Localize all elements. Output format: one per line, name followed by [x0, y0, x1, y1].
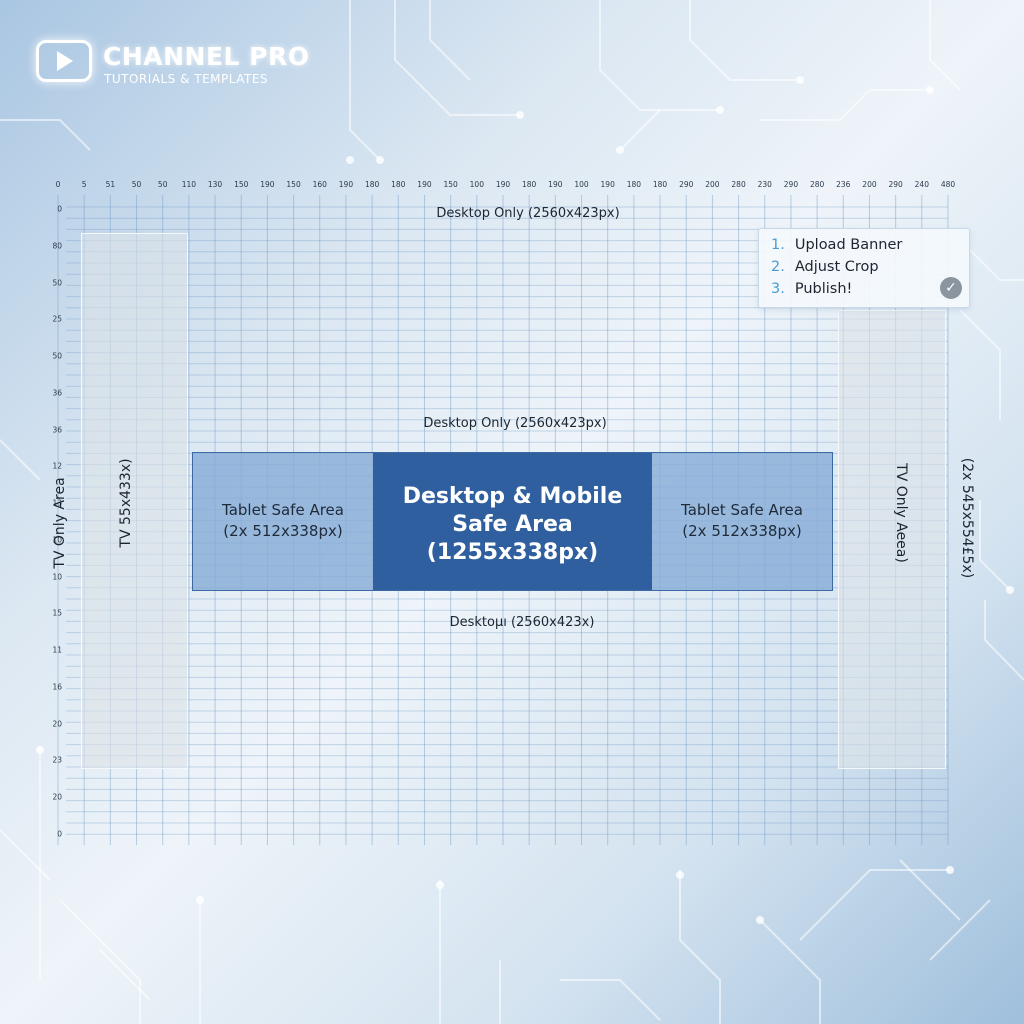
safe-area-title-line1: Desktop & Mobile	[402, 484, 623, 509]
y-tick-label: 23	[52, 755, 62, 765]
y-tick-label: 12	[52, 461, 62, 471]
x-tick-label: 236	[836, 180, 851, 189]
x-tick-label: 200	[705, 180, 720, 189]
tablet-safe-area-size: (2x 512x338px)	[223, 522, 343, 540]
x-tick-label: 50	[157, 180, 168, 189]
y-tick-label: 16	[52, 682, 62, 692]
x-tick-label: 0	[55, 180, 61, 189]
x-tick-label: 150	[234, 180, 249, 189]
safe-area-size: (1255x338px)	[426, 540, 599, 565]
tablet-safe-area-title: Tablet Safe Area	[681, 501, 803, 519]
tablet-safe-area-size: (2x 512x338px)	[682, 522, 802, 540]
step-number: 1.	[771, 237, 785, 253]
y-tick-label: 20	[52, 792, 62, 802]
x-tick-label: 180	[364, 180, 380, 189]
x-tick-label: 130	[207, 180, 223, 189]
tv-only-area-right	[838, 310, 946, 769]
y-tick-label: 10	[52, 535, 62, 545]
desktop-only-label-top: Desktop Only (2560x423px)	[436, 206, 620, 221]
step-label: Upload Banner	[794, 237, 903, 253]
step-number: 2.	[771, 259, 785, 275]
y-tick-label: 80	[52, 241, 62, 251]
y-tick-label: 11	[52, 645, 62, 655]
y-tick-label: 0	[57, 204, 62, 214]
x-tick-label: 290	[888, 180, 903, 189]
x-tick-label: 190	[548, 180, 563, 189]
step-number: 3.	[771, 281, 785, 297]
x-tick-label: 160	[312, 180, 327, 189]
x-tick-label: 180	[391, 180, 406, 189]
x-tick-label: 100	[574, 180, 589, 189]
x-tick-label: 290	[679, 180, 694, 189]
step-label: Publish!	[794, 281, 853, 297]
x-tick-label: 5	[81, 180, 87, 189]
channel-logo	[36, 40, 92, 82]
y-tick-label: 0	[57, 829, 62, 839]
step-adjust-crop: 2. Adjust Crop	[771, 259, 879, 275]
step-publish: 3. Publish!	[771, 281, 852, 297]
checkmark-icon: ✓	[940, 277, 962, 299]
x-tick-label: 180	[522, 180, 537, 189]
x-tick-label: 280	[731, 180, 746, 189]
y-tick-label: 36	[52, 425, 62, 435]
x-tick-label: 190	[260, 180, 275, 189]
x-tick-label: 290	[783, 180, 799, 189]
y-tick-label: 25	[52, 314, 62, 324]
brand-subtitle: TUTORIALS & TEMPLATES	[104, 72, 269, 86]
steps-panel: 1. Upload Banner 2. Adjust Crop 3. Publish!	[758, 228, 970, 308]
tv-only-area-label-right: TV Only Aeea)	[893, 463, 909, 563]
x-tick-label: 51	[105, 180, 116, 189]
tablet-safe-area-right: Tablet Safe Area (2x 512x338px)	[652, 452, 833, 591]
tv-only-area-label-left: TV Only Area	[52, 477, 68, 569]
x-tick-label: 280	[809, 180, 825, 189]
tablet-safe-area-title: Tablet Safe Area	[222, 501, 344, 519]
x-tick-label: 150	[443, 180, 458, 189]
x-tick-label: 480	[940, 180, 956, 189]
y-tick-label: 20	[52, 719, 62, 729]
tv-only-area-left	[81, 233, 188, 769]
x-tick-label: 190	[417, 180, 432, 189]
x-tick-label: 190	[495, 180, 511, 189]
y-tick-label: 13	[52, 498, 62, 508]
y-tick-label: 36	[52, 388, 62, 398]
tablet-safe-area-left: Tablet Safe Area (2x 512x338px)	[192, 452, 373, 591]
x-tick-label: 240	[914, 180, 929, 189]
step-upload-banner: 1. Upload Banner	[771, 237, 902, 253]
x-tick-label: 110	[181, 180, 197, 189]
desktop-mobile-safe-area: Desktop & Mobile Safe Area (1255x338px)	[373, 452, 652, 591]
x-tick-label: 190	[338, 180, 354, 189]
step-label: Adjust Crop	[794, 259, 879, 275]
tv-size-label-right: (2x 545x554£5x)	[959, 457, 975, 579]
safe-area-title-line2: Safe Area	[452, 512, 573, 537]
desktop-only-label-middle: Desktop Only (2560x423px)	[423, 416, 607, 431]
desktop-only-label-bottom: Desktoµı (2560x423x)	[449, 615, 595, 630]
y-tick-label: 50	[52, 278, 62, 288]
y-tick-label: 50	[52, 351, 62, 361]
x-tick-label: 190	[600, 180, 615, 189]
x-tick-label: 180	[652, 180, 668, 189]
x-tick-label: 150	[286, 180, 301, 189]
play-icon	[57, 51, 73, 71]
brand-title: CHANNEL PRO	[103, 42, 310, 71]
x-tick-label: 100	[469, 180, 484, 189]
x-tick-label: 200	[862, 180, 877, 189]
tv-size-label-left: TV 55x433x)	[118, 458, 134, 548]
y-tick-label: 10	[52, 572, 62, 582]
x-tick-label: 180	[626, 180, 642, 189]
x-tick-label: 50	[131, 180, 142, 189]
y-tick-label: 15	[52, 608, 62, 618]
x-tick-label: 230	[757, 180, 772, 189]
